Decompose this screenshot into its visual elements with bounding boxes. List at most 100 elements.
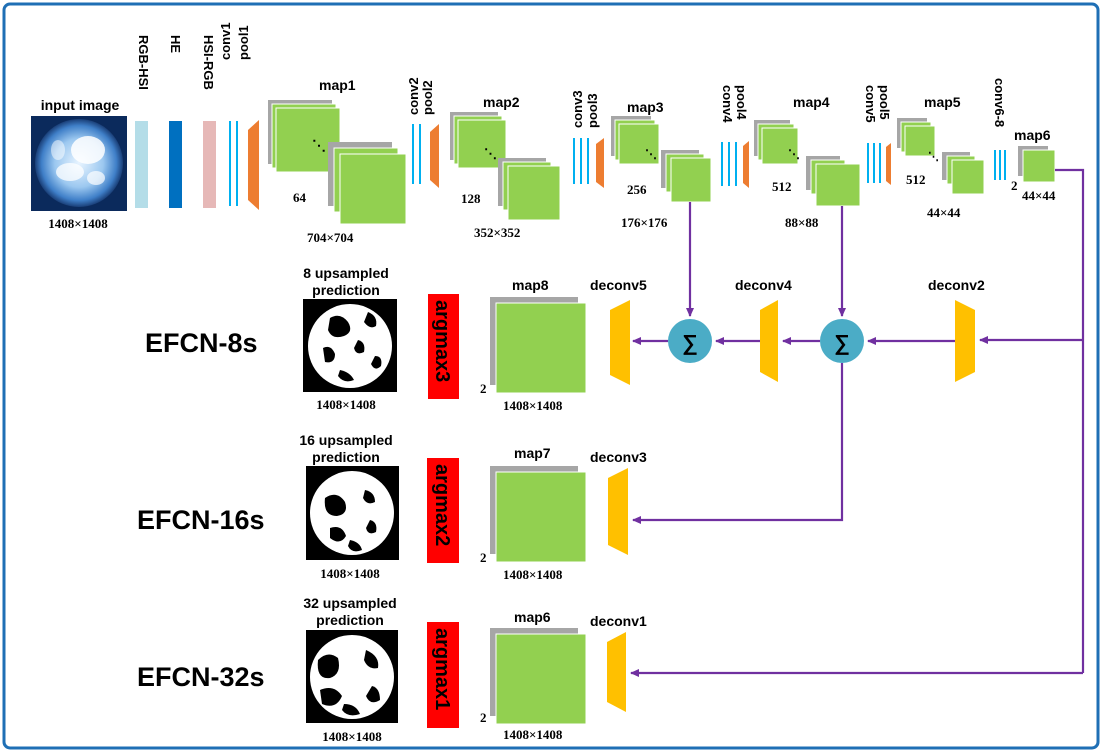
map3-channels: 256 <box>627 182 647 197</box>
pool5-label: pool5 <box>877 85 892 120</box>
argmax2-box: argmax2 <box>427 458 459 563</box>
hsi-rgb-label: HSI-RGB <box>201 35 216 90</box>
deconv3-shape <box>608 468 628 555</box>
map1-label: map1 <box>319 77 356 93</box>
row-efcn-32s: EFCN-32s 32 upsampled prediction 1408×14… <box>137 595 647 744</box>
deconv5-label: deconv5 <box>590 277 647 293</box>
svg-text:⋱: ⋱ <box>788 147 800 161</box>
efcn-16s-prediction-image <box>306 466 399 560</box>
pool1-label: pool1 <box>236 25 251 60</box>
map2-size: 352×352 <box>474 225 520 240</box>
deconv1-label: deconv1 <box>590 613 647 629</box>
deconv5-shape <box>610 300 630 385</box>
conv1-block <box>229 120 259 210</box>
conv5-label: conv5 <box>863 85 878 123</box>
deconv4-shape <box>760 300 778 382</box>
efcn-32s-title: EFCN-32s <box>137 662 265 692</box>
sum-node-1-symbol: ∑ <box>682 330 698 355</box>
conv6-8-label: conv6-8 <box>992 78 1007 127</box>
map7-label: map7 <box>514 445 551 461</box>
map5-channels: 512 <box>906 172 926 187</box>
he-bar <box>169 121 182 208</box>
efcn-16s-pred-label-1: 16 upsampled <box>299 432 392 448</box>
argmax3-label: argmax3 <box>431 300 453 382</box>
deconv1-shape <box>607 632 626 712</box>
efcn-32s-pred-size: 1408×1408 <box>322 729 382 744</box>
map4-label: map4 <box>793 94 830 110</box>
conv3-label: conv3 <box>570 90 585 128</box>
top-pipeline: input image 1408×1408 RGB-HSI HE HSI-RGB… <box>31 22 1056 245</box>
rgb-hsi-bar <box>135 121 148 208</box>
conv4-block <box>721 141 749 188</box>
map5-label: map5 <box>924 94 961 110</box>
conv6-8-block <box>994 150 1006 180</box>
map3-stack: ⋱ <box>611 116 712 203</box>
arrow-map6-trunk <box>1055 168 1085 673</box>
input-image <box>31 116 127 211</box>
map8-label: map8 <box>512 277 549 293</box>
map6-output-size: 1408×1408 <box>503 727 563 742</box>
conv4-label: conv4 <box>720 85 735 123</box>
efcn-8s-prediction-image <box>303 299 397 392</box>
map3-size: 176×176 <box>621 215 668 230</box>
conv2-label: conv2 <box>406 77 421 115</box>
argmax2-label: argmax2 <box>431 464 453 546</box>
map8-channels: 2 <box>480 381 487 396</box>
deconv4-label: deconv4 <box>735 277 792 293</box>
efcn-32s-prediction-image <box>306 630 398 723</box>
map5-stack: ⋱ <box>897 118 985 195</box>
efcn-8s-pred-size: 1408×1408 <box>316 397 376 412</box>
conv5-block <box>867 143 891 185</box>
pool4-label: pool4 <box>734 85 749 120</box>
efcn-32s-pred-label-1: 32 upsampled <box>303 595 396 611</box>
deconv3-label: deconv3 <box>590 449 647 465</box>
efcn-16s-pred-size: 1408×1408 <box>320 566 380 581</box>
connection-arrows <box>630 168 1085 677</box>
svg-text:⋱: ⋱ <box>484 146 497 161</box>
svg-text:⋱: ⋱ <box>645 147 657 161</box>
map1-size: 704×704 <box>307 230 354 245</box>
input-image-size: 1408×1408 <box>48 216 108 231</box>
map1-stack: ⋱ <box>268 100 407 225</box>
efcn-8s-pred-label-2: prediction <box>312 282 380 298</box>
he-label: HE <box>168 35 183 53</box>
map4-channels: 512 <box>772 179 792 194</box>
argmax1-box: argmax1 <box>427 622 459 728</box>
svg-text:⋱: ⋱ <box>928 151 939 163</box>
efcn-8s-pred-label-1: 8 upsampled <box>303 265 389 281</box>
arrow-sum2-to-deconv3 <box>632 363 844 524</box>
map6-label: map6 <box>1014 127 1051 143</box>
svg-text:⋱: ⋱ <box>312 137 326 153</box>
efcn-16s-title: EFCN-16s <box>137 505 265 535</box>
sum-node-1 <box>668 319 712 363</box>
sum-node-2-symbol: ∑ <box>834 330 850 355</box>
map6-stack <box>1018 146 1056 183</box>
input-image-label: input image <box>41 97 120 113</box>
map6-output-channels: 2 <box>480 710 487 725</box>
hsi-rgb-bar <box>203 121 216 208</box>
map6-size: 44×44 <box>1022 188 1056 203</box>
deconv2-label: deconv2 <box>928 277 985 293</box>
map7-stack <box>490 466 587 563</box>
map1-channels: 64 <box>293 190 307 205</box>
map8-size: 1408×1408 <box>503 398 563 413</box>
pool1-shape <box>248 120 259 210</box>
efcn-8s-title: EFCN-8s <box>145 328 258 358</box>
row-efcn-8s: EFCN-8s 8 upsampled prediction 1408×1408… <box>145 265 985 413</box>
efcn-32s-pred-label-2: prediction <box>316 612 384 628</box>
rgb-hsi-label: RGB-HSI <box>136 35 151 90</box>
map5-size: 44×44 <box>927 205 961 220</box>
map2-label: map2 <box>483 94 520 110</box>
deconv2-shape <box>955 300 975 382</box>
conv3-block <box>573 138 604 188</box>
map3-label: map3 <box>627 99 664 115</box>
map7-size: 1408×1408 <box>503 567 563 582</box>
sum-node-2 <box>820 319 864 363</box>
map6-channels: 2 <box>1011 178 1018 193</box>
conv1-label: conv1 <box>218 22 233 60</box>
map6-output-stack <box>490 628 587 725</box>
map8-stack <box>490 297 587 394</box>
argmax1-label: argmax1 <box>431 628 453 710</box>
map7-channels: 2 <box>480 550 487 565</box>
